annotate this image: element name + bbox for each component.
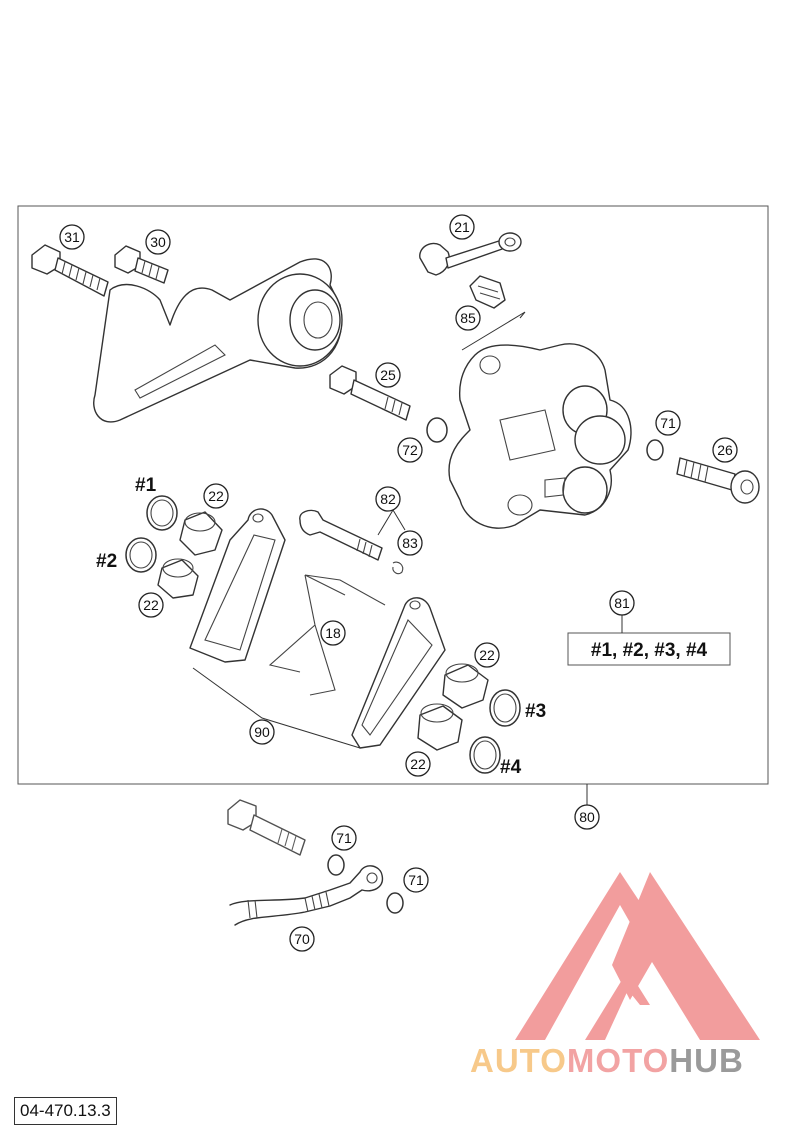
- group-label-4: #4: [500, 757, 522, 778]
- svg-text:22: 22: [479, 647, 495, 663]
- callout-80: 80: [574, 804, 600, 830]
- bolt-30: [114, 245, 169, 284]
- brand-part-hub: HUB: [669, 1042, 744, 1079]
- svg-text:72: 72: [402, 442, 418, 458]
- svg-text:22: 22: [410, 756, 426, 772]
- callout-70: 70: [289, 926, 315, 952]
- callout-21: 21: [449, 214, 475, 240]
- callout-90: 90: [249, 719, 275, 745]
- pad-spring-18: [268, 574, 386, 696]
- callout-81: 81: [609, 590, 635, 616]
- watermark-brand-text: AUTOMOTOHUB: [470, 1042, 795, 1082]
- seal-1: [146, 495, 178, 531]
- callout-83: 83: [397, 530, 423, 556]
- svg-text:31: 31: [64, 229, 80, 245]
- brand-part-moto: MOTO: [566, 1042, 670, 1079]
- bleeder-cap-21: [419, 232, 522, 276]
- svg-text:90: 90: [254, 724, 270, 740]
- banjo-bolt: [227, 799, 306, 856]
- piston-22-right-lower: [417, 703, 463, 751]
- callout-25: 25: [375, 362, 401, 388]
- kit-label-text: #1, #2, #3, #4: [591, 640, 708, 661]
- svg-text:83: 83: [402, 535, 418, 551]
- svg-text:82: 82: [380, 491, 396, 507]
- svg-text:70: 70: [294, 931, 310, 947]
- brake-pad-left: [189, 508, 286, 663]
- bleeder-screw-85: [469, 275, 506, 309]
- bolt-31: [31, 244, 109, 297]
- callout-85: 85: [455, 305, 481, 331]
- callout-30: 30: [145, 229, 171, 255]
- caliper-support-bracket: [93, 258, 343, 423]
- washer-71-middle: [327, 854, 345, 876]
- group-label-3: #3: [525, 701, 546, 722]
- svg-text:25: 25: [380, 367, 396, 383]
- svg-text:71: 71: [408, 872, 424, 888]
- piston-22-right-upper: [442, 663, 489, 709]
- callout-82: 82: [375, 486, 401, 512]
- svg-text:71: 71: [660, 415, 676, 431]
- seal-4: [469, 736, 501, 774]
- svg-text:26: 26: [717, 442, 733, 458]
- pad-pin-82: [299, 509, 383, 561]
- callout-71-lower: 71: [403, 867, 429, 893]
- seal-3: [489, 689, 521, 727]
- callout-22-b: 22: [138, 592, 164, 618]
- svg-text:85: 85: [460, 310, 476, 326]
- clip-83: [392, 561, 404, 575]
- svg-text:71: 71: [336, 830, 352, 846]
- callout-71-middle: 71: [331, 825, 357, 851]
- piston-22-lower: [157, 558, 199, 599]
- callout-22-c: 22: [474, 642, 500, 668]
- group-label-2: #2: [96, 551, 117, 572]
- bolt-25: [329, 365, 411, 421]
- svg-text:21: 21: [454, 219, 470, 235]
- svg-text:22: 22: [208, 488, 224, 504]
- caliper-assembly-box: [17, 205, 769, 785]
- svg-text:81: 81: [614, 595, 630, 611]
- callout-22-a: 22: [203, 483, 229, 509]
- washer-71-upper: [646, 439, 664, 461]
- callout-26: 26: [712, 437, 738, 463]
- washer-71-lower: [386, 892, 404, 914]
- kit-label-box: [567, 632, 731, 666]
- bolt-26: [676, 457, 760, 504]
- washer-72: [426, 417, 448, 443]
- svg-text:30: 30: [150, 234, 166, 250]
- svg-text:80: 80: [579, 809, 595, 825]
- callout-22-d: 22: [405, 751, 431, 777]
- seal-2: [125, 537, 157, 573]
- callout-71-upper: 71: [655, 410, 681, 436]
- group-label-1: #1: [135, 475, 157, 496]
- svg-text:22: 22: [143, 597, 159, 613]
- piston-22-upper: [179, 511, 223, 556]
- svg-text:18: 18: [325, 625, 341, 641]
- brand-part-auto: AUTO: [470, 1042, 567, 1079]
- drawing-code-label: 04-470.13.3: [14, 1097, 117, 1125]
- callout-72: 72: [397, 437, 423, 463]
- watermark-logo: [515, 872, 760, 1040]
- brake-pad-right: [351, 597, 446, 749]
- callout-18: 18: [320, 620, 346, 646]
- brake-line-70: [229, 865, 384, 926]
- caliper-body: [448, 343, 632, 529]
- callout-31: 31: [59, 224, 85, 250]
